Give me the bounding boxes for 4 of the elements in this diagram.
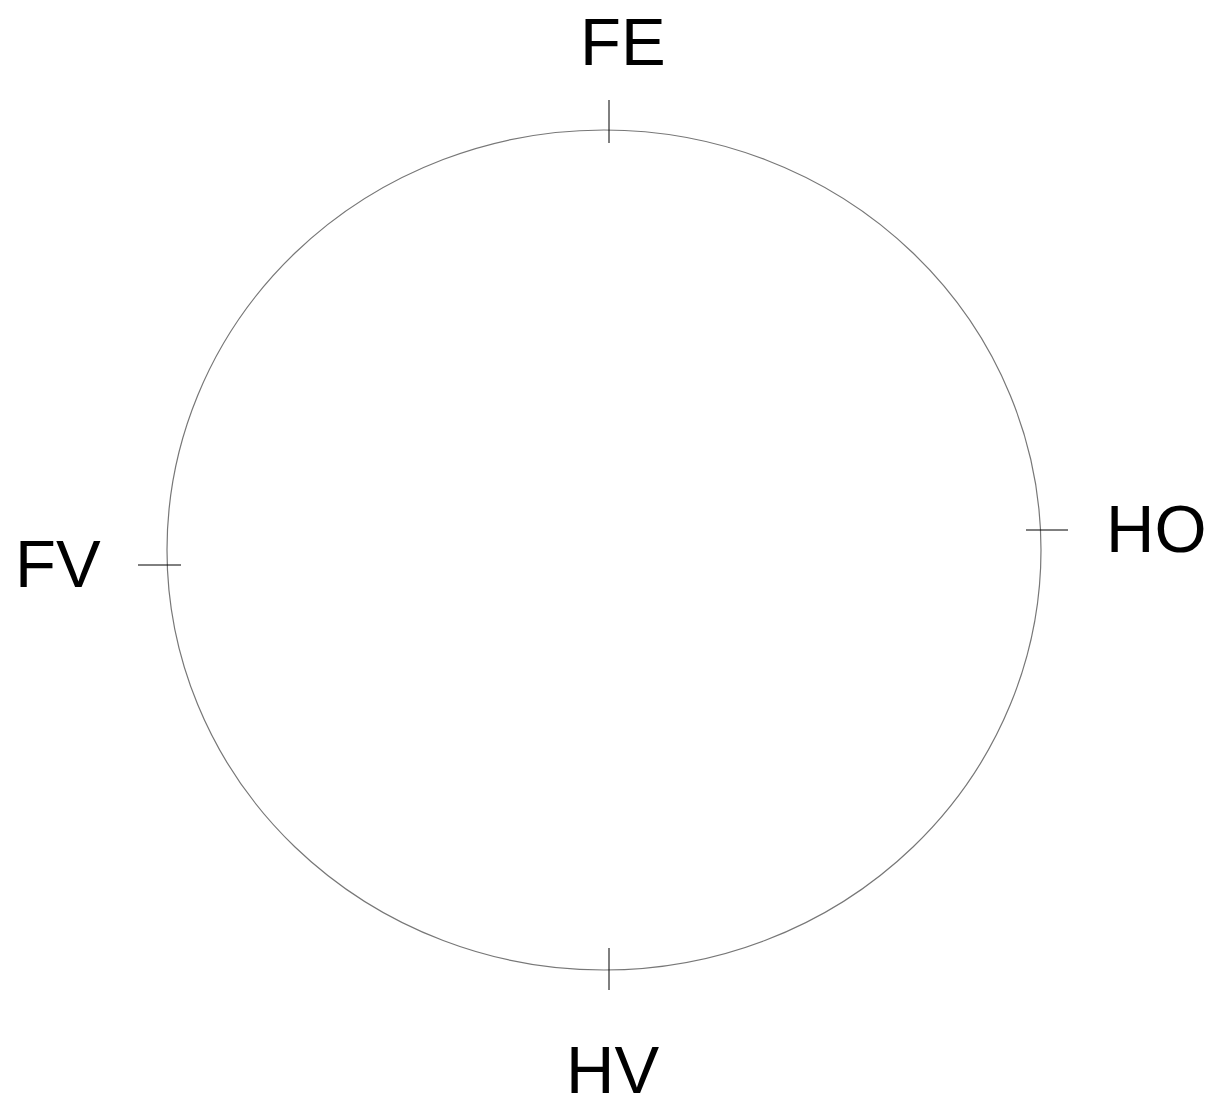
direction-label: HO <box>1106 495 1207 562</box>
direction-label: HV <box>566 1036 660 1102</box>
direction-label: FE <box>580 8 666 75</box>
direction-label: FV <box>15 530 101 597</box>
